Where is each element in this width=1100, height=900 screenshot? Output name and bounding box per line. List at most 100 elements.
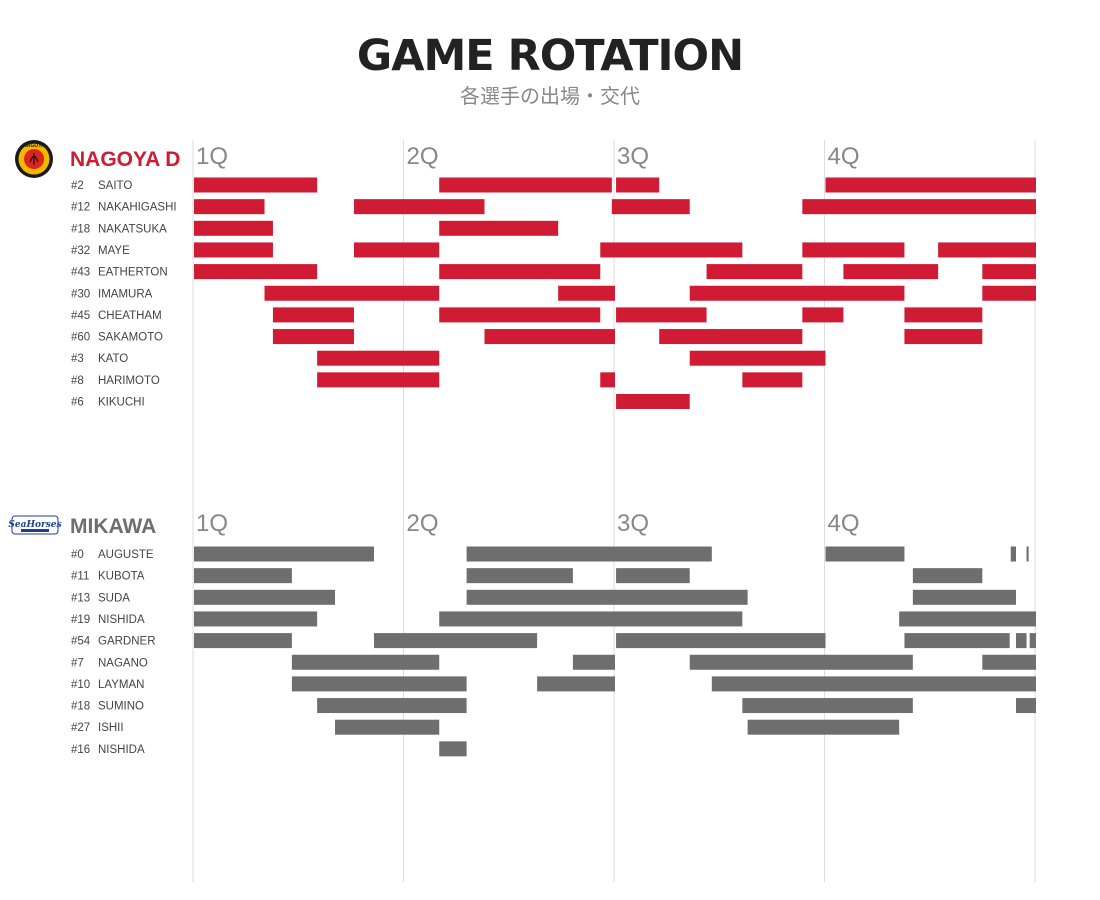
player-row: #16 NISHIDA [71, 741, 467, 757]
stint-bar [1016, 698, 1036, 714]
stint-bar [912, 589, 1017, 605]
quarter-label: 4Q [828, 510, 860, 537]
player-number: #7 [71, 657, 84, 669]
player-number: #13 [71, 592, 90, 604]
player-name: NISHIDA [98, 614, 145, 626]
stint-bar [353, 199, 485, 215]
stint-bar [439, 611, 743, 627]
player-number: #43 [71, 267, 90, 279]
stint-bar [439, 220, 559, 236]
chart-subtitle: 各選手の出場・交代 [460, 84, 640, 108]
seahorses-mikawa-logo: SeaHorses [8, 515, 62, 535]
stint-bar [689, 350, 826, 366]
player-number: #12 [71, 202, 90, 214]
player-name: NAKAHIGASHI [98, 202, 177, 214]
player-number: #18 [71, 223, 90, 235]
stint-bar [982, 654, 1036, 670]
stint-bar [802, 242, 905, 258]
stint-bar [558, 285, 615, 301]
player-number: #19 [71, 614, 90, 626]
stint-bar [611, 199, 690, 215]
stint-bar [689, 654, 913, 670]
stint-bar [742, 698, 913, 714]
stint-bar [272, 329, 354, 345]
player-number: #45 [71, 310, 90, 322]
stint-bar [317, 698, 467, 714]
player-row: #19 NISHIDA [71, 611, 1036, 627]
stint-bar [1026, 546, 1029, 562]
player-name: SUMINO [98, 701, 144, 713]
stint-bar [982, 285, 1036, 301]
player-name: HARIMOTO [98, 375, 160, 387]
player-name: MAYE [98, 245, 130, 257]
stint-bar [291, 654, 440, 670]
stint-bar [912, 568, 983, 584]
stint-bar [616, 307, 707, 323]
quarter-label: 2Q [407, 143, 439, 170]
stint-bar [1010, 546, 1017, 562]
quarter-gridlines [192, 140, 1036, 882]
stint-bar [194, 633, 292, 649]
stint-bar [616, 394, 690, 409]
stint-bar [264, 285, 440, 301]
stint-bar [982, 264, 1036, 280]
stint-bar [706, 264, 803, 280]
stint-bar [466, 546, 712, 562]
stint-bar [272, 307, 354, 323]
player-number: #8 [71, 375, 84, 387]
stint-bar [194, 177, 318, 193]
stint-bar [194, 611, 318, 627]
quarter-label: 2Q [407, 510, 439, 537]
player-name: AUGUSTE [98, 549, 154, 561]
player-row: #18 NAKATSUKA [71, 220, 559, 236]
stint-bar [194, 568, 292, 584]
player-name: KIKUCHI [98, 397, 145, 409]
chart-title: GAME ROTATION [356, 31, 744, 81]
team-name-nagoya: NAGOYA D [70, 148, 180, 171]
player-number: #0 [71, 549, 84, 561]
player-name: NISHIDA [98, 744, 145, 756]
stint-bar [194, 546, 374, 562]
player-number: #32 [71, 245, 90, 257]
stint-bar [1016, 633, 1027, 649]
quarter-label: 4Q [828, 143, 860, 170]
player-name: NAGANO [98, 657, 148, 669]
stint-bar [802, 199, 1036, 215]
stint-bar [317, 372, 440, 388]
stint-bar [439, 264, 601, 280]
stint-bar [899, 611, 1036, 627]
player-row: #45 CHEATHAM [71, 307, 983, 323]
stint-bar [291, 676, 467, 692]
stint-bar [600, 372, 615, 388]
player-number: #27 [71, 722, 90, 734]
stint-bar [904, 307, 983, 323]
player-name: CHEATHAM [98, 310, 162, 322]
stint-bar [747, 719, 900, 735]
player-name: LAYMAN [98, 679, 144, 691]
stint-bar [616, 633, 826, 649]
stint-bar [616, 177, 660, 193]
player-number: #16 [71, 744, 90, 756]
player-row: #0 AUGUSTE [71, 546, 1029, 562]
stint-bar [194, 589, 336, 605]
stint-bar [439, 741, 467, 757]
stint-bar [194, 220, 273, 236]
stint-bar [904, 633, 1010, 649]
stint-bar [659, 329, 803, 345]
quarter-label: 1Q [196, 143, 228, 170]
stint-bar [600, 242, 743, 258]
player-name: KUBOTA [98, 571, 145, 583]
player-name: NAKATSUKA [98, 223, 167, 235]
player-number: #3 [71, 353, 84, 365]
